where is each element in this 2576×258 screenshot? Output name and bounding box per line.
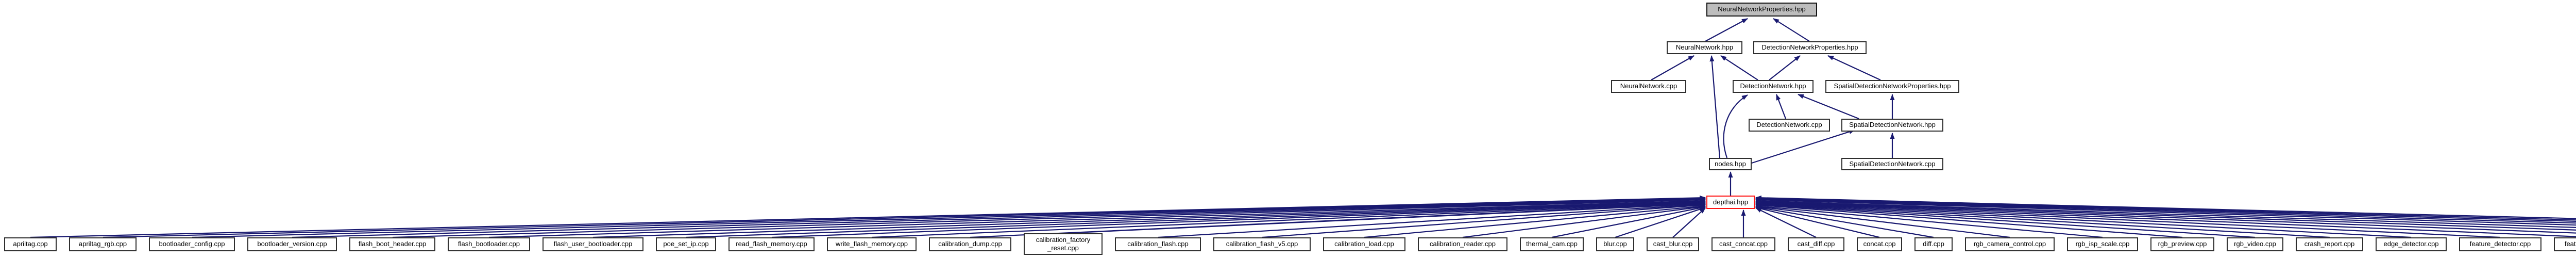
edge-apriltag-cpp-to-depthai-hpp <box>30 195 1706 238</box>
graph-node-flash-bootloader-cpp[interactable]: flash_bootloader.cpp <box>448 237 530 251</box>
graph-node-cast-blur-cpp[interactable]: cast_blur.cpp <box>1647 237 1699 251</box>
graph-node-neural-network-hpp[interactable]: NeuralNetwork.hpp <box>1667 41 1742 54</box>
edge-detection-network-hpp-to-detection-network-properties-hpp <box>1769 55 1801 80</box>
edge-cast-blur-cpp-to-depthai-hpp <box>1672 207 1706 238</box>
graph-node-rgb-isp-scale-cpp[interactable]: rgb_isp_scale.cpp <box>2067 237 2138 251</box>
graph-node-thermal-cam-cpp[interactable]: thermal_cam.cpp <box>1520 237 1584 251</box>
edge-thermal-align-cpp-to-depthai-hpp <box>1755 195 2576 219</box>
graph-node-concat-cpp[interactable]: concat.cpp <box>1857 237 1902 251</box>
edge-nodes-hpp-to-detection-network-hpp <box>1723 94 1748 158</box>
graph-node-crash-report-cpp[interactable]: crash_report.cpp <box>2296 237 2363 251</box>
graph-node-write-flash-memory-cpp[interactable]: write_flash_memory.cpp <box>827 237 917 251</box>
edge-crash-report-cpp-to-depthai-hpp <box>1755 202 2330 238</box>
edge-rgb-video-cpp-to-depthai-hpp <box>1755 202 2256 238</box>
edge-depth-align-cpp-to-depthai-hpp <box>1755 196 2576 222</box>
edge-neural-network-hpp-to-neural-network-properties-hpp <box>1705 18 1748 42</box>
edge-device-logging-cpp-to-depthai-hpp <box>1755 199 2576 231</box>
edge-neural-network-cpp-to-neural-network-hpp <box>1651 55 1694 80</box>
edge-concat-cpp-to-depthai-hpp <box>1755 206 1880 238</box>
edge-device-information-cpp-to-depthai-hpp <box>1755 199 2576 234</box>
edge-write-flash-memory-cpp-to-depthai-hpp <box>871 200 1706 238</box>
graph-node-blur-cpp[interactable]: blur.cpp <box>1596 237 1634 251</box>
graph-node-feature-detector-cpp[interactable]: feature_detector.cpp <box>2459 237 2541 251</box>
graph-node-calibration-load-cpp[interactable]: calibration_load.cpp <box>1323 237 1405 251</box>
graph-node-nodes-hpp[interactable]: nodes.hpp <box>1709 158 1752 170</box>
edge-apriltag-rgb-cpp-to-depthai-hpp <box>103 196 1706 238</box>
edge-group <box>30 18 2576 238</box>
edge-spatial-detection-network-properties-hpp-to-detection-network-properties-hpp <box>1827 55 1881 80</box>
edge-calibration-load-cpp-to-depthai-hpp <box>1364 204 1706 238</box>
graph-node-calibration-dump-cpp[interactable]: calibration_dump.cpp <box>929 237 1011 251</box>
graph-node-calibration-flash-v5-cpp[interactable]: calibration_flash_v5.cpp <box>1213 237 1311 251</box>
graph-node-edge-detector-cpp[interactable]: edge_detector.cpp <box>2376 237 2447 251</box>
graph-node-neural-network-properties-hpp: NeuralNetworkProperties.hpp <box>1706 3 1817 17</box>
graph-node-rgb-preview-cpp[interactable]: rgb_preview.cpp <box>2150 237 2214 251</box>
edge-rgb-preview-cpp-to-depthai-hpp <box>1755 203 2183 238</box>
graph-node-detection-network-properties-hpp[interactable]: DetectionNetworkProperties.hpp <box>1753 41 1867 54</box>
graph-node-spatial-detection-network-properties-hpp[interactable]: SpatialDetectionNetworkProperties.hpp <box>1825 80 1959 93</box>
edge-feature-tracker-cpp-to-depthai-hpp <box>1755 200 2576 237</box>
edge-image-align-cpp-to-depthai-hpp <box>1755 196 2576 221</box>
graph-node-bootloader-config-cpp[interactable]: bootloader_config.cpp <box>149 237 235 251</box>
edge-flash-boot-header-cpp-to-depthai-hpp <box>392 197 1706 238</box>
graph-node-neural-network-cpp[interactable]: NeuralNetwork.cpp <box>1611 80 1686 93</box>
edge-thermal-cam-cpp-to-depthai-hpp <box>1551 205 1706 238</box>
edge-diff-cpp-to-depthai-hpp <box>1755 205 1934 238</box>
edge-calibration-factory-reset-cpp-to-depthai-hpp <box>1063 202 1706 234</box>
graph-node-read-flash-memory-cpp[interactable]: read_flash_memory.cpp <box>728 237 815 251</box>
edge-nodes-hpp-to-spatial-detection-network-hpp <box>1751 129 1855 164</box>
edge-detection-network-properties-hpp-to-neural-network-properties-hpp <box>1773 18 1810 42</box>
edge-calibration-flash-cpp-to-depthai-hpp <box>1158 202 1706 238</box>
graph-node-detection-network-cpp[interactable]: DetectionNetwork.cpp <box>1749 119 1830 132</box>
graph-node-apriltag-cpp[interactable]: apriltag.cpp <box>4 237 57 251</box>
edge-nodes-hpp-to-neural-network-hpp <box>1709 55 1721 158</box>
graph-node-spatial-detection-network-cpp[interactable]: SpatialDetectionNetwork.cpp <box>1841 158 1943 170</box>
graph-node-cast-diff-cpp[interactable]: cast_diff.cpp <box>1788 237 1844 251</box>
edge-calibration-flash-v5-cpp-to-depthai-hpp <box>1262 203 1706 238</box>
graph-node-detection-network-hpp[interactable]: DetectionNetwork.hpp <box>1733 80 1814 93</box>
edge-detection-network-hpp-to-neural-network-hpp <box>1720 55 1758 80</box>
graph-node-rgb-camera-control-cpp[interactable]: rgb_camera_control.cpp <box>1965 237 2055 251</box>
edge-device-queue-event-cpp-to-depthai-hpp <box>1755 198 2576 228</box>
graph-node-diff-cpp[interactable]: diff.cpp <box>1914 237 1953 251</box>
edge-cast-diff-cpp-to-depthai-hpp <box>1755 207 1817 238</box>
edge-calibration-reader-cpp-to-depthai-hpp <box>1462 204 1706 238</box>
edge-bootloader-config-cpp-to-depthai-hpp <box>192 196 1706 238</box>
edge-detection-network-cpp-to-detection-network-hpp <box>1775 94 1787 119</box>
graph-node-calibration-flash-cpp[interactable]: calibration_flash.cpp <box>1115 237 1201 251</box>
edge-poe-set-ip-cpp-to-depthai-hpp <box>686 199 1706 238</box>
graph-node-spatial-detection-network-hpp[interactable]: SpatialDetectionNetwork.hpp <box>1841 119 1943 132</box>
edge-queue-add-callback-cpp-to-depthai-hpp <box>1755 197 2576 224</box>
graph-node-depthai-hpp[interactable]: depthai.hpp <box>1706 196 1755 209</box>
graph-node-calibration-factory-reset-cpp[interactable]: calibration_factory _reset.cpp <box>1024 233 1103 255</box>
graph-node-rgb-video-cpp[interactable]: rgb_video.cpp <box>2227 237 2283 251</box>
edge-rgb-camera-control-cpp-to-depthai-hpp <box>1755 204 2010 238</box>
edge-edge-detector-cpp-to-depthai-hpp <box>1755 201 2412 238</box>
graph-node-flash-user-bootloader-cpp[interactable]: flash_user_bootloader.cpp <box>543 237 643 251</box>
graph-node-flash-boot-header-cpp[interactable]: flash_boot_header.cpp <box>349 237 435 251</box>
edge-spatial-detection-network-hpp-to-detection-network-hpp <box>1798 93 1859 120</box>
graph-node-calibration-reader-cpp[interactable]: calibration_reader.cpp <box>1418 237 1507 251</box>
edge-bootloader-version-cpp-to-depthai-hpp <box>292 197 1706 238</box>
graph-node-cast-concat-cpp[interactable]: cast_concat.cpp <box>1711 237 1775 251</box>
graph-node-bootloader-version-cpp[interactable]: bootloader_version.cpp <box>247 237 337 251</box>
edge-flash-user-bootloader-cpp-to-depthai-hpp <box>592 199 1706 238</box>
edge-feature-detector-cpp-to-depthai-hpp <box>1755 201 2501 238</box>
graph-node-poe-set-ip-cpp[interactable]: poe_set_ip.cpp <box>656 237 716 251</box>
edge-rgb-isp-scale-cpp-to-depthai-hpp <box>1755 204 2103 238</box>
edge-flash-bootloader-cpp-to-depthai-hpp <box>488 198 1706 238</box>
graph-node-apriltag-rgb-cpp[interactable]: apriltag_rgb.cpp <box>69 237 137 251</box>
edge-read-flash-memory-cpp-to-depthai-hpp <box>771 200 1706 238</box>
edge-blur-cpp-to-depthai-hpp <box>1615 206 1706 238</box>
edge-opencv-support-cpp-to-depthai-hpp <box>1755 197 2576 226</box>
graph-node-feature-tracker-cpp[interactable]: feature_tracker.cpp <box>2554 237 2576 251</box>
